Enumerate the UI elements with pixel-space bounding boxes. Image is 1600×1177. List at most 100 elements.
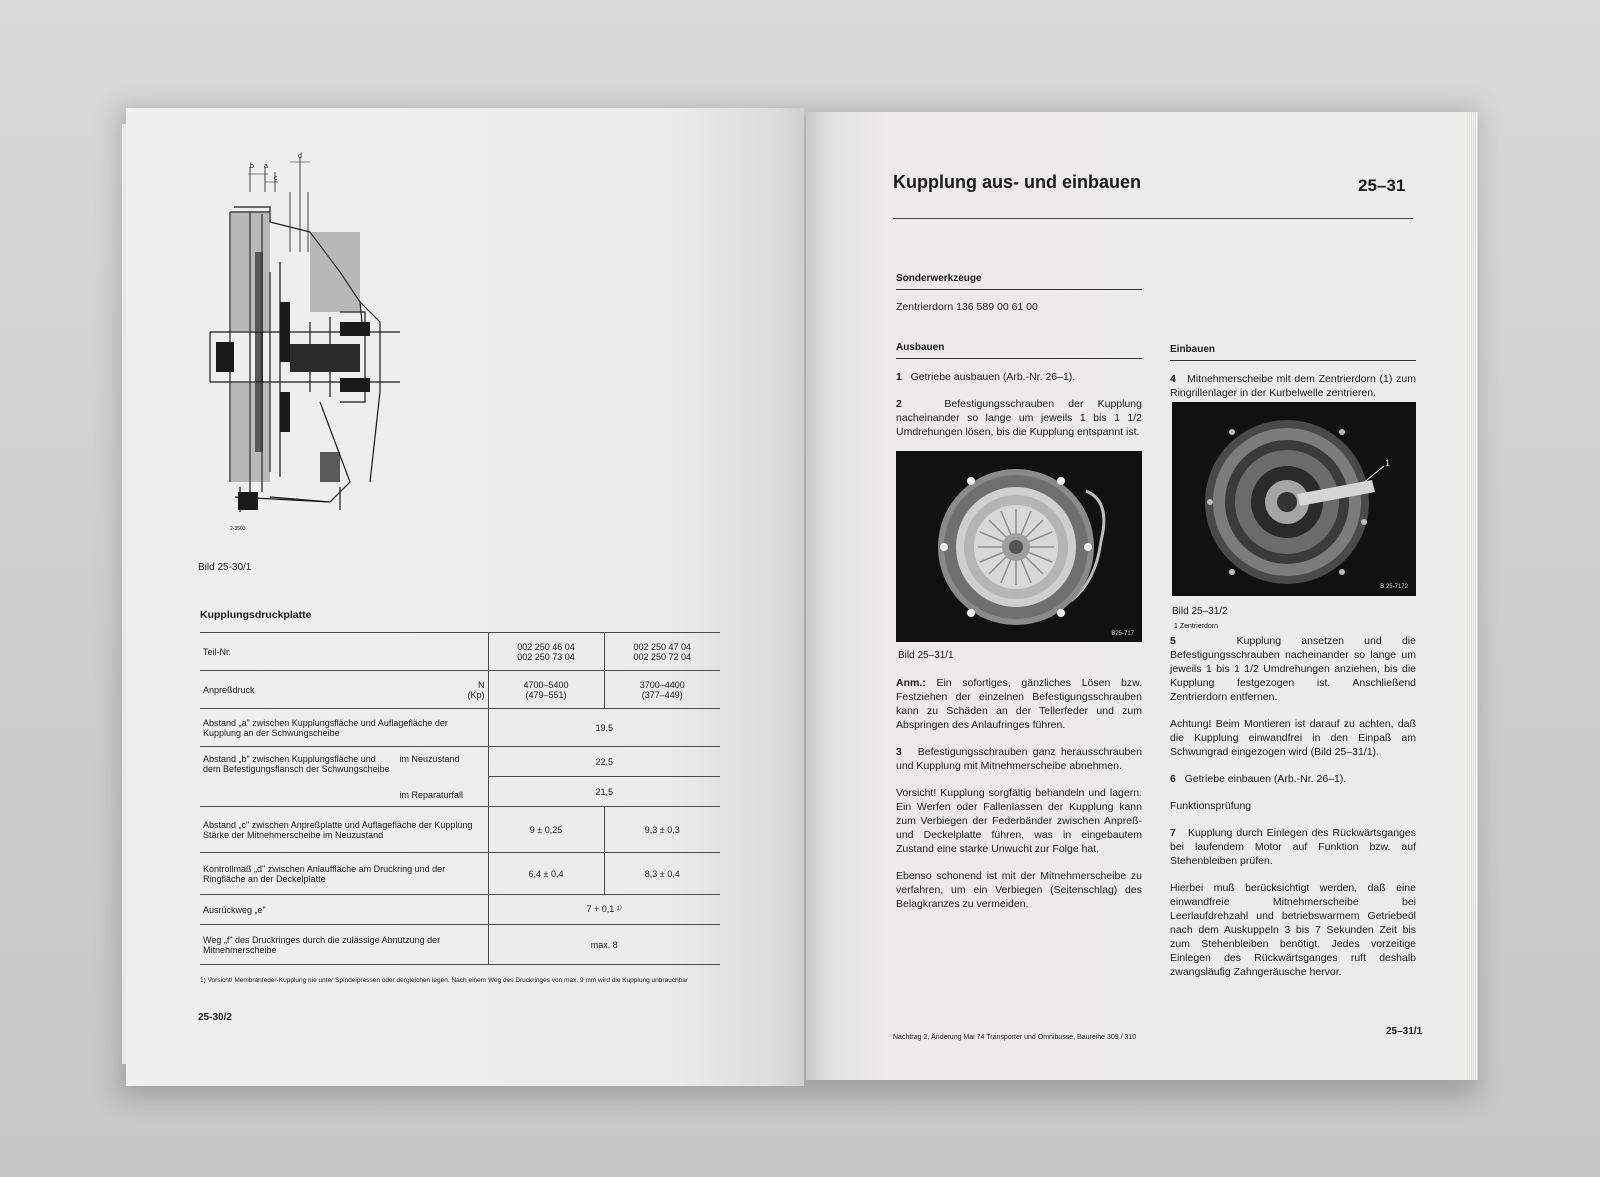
- table-row: 21,5: [200, 776, 720, 807]
- step: 7 Kupplung durch Einlegen des Rückwärtsg…: [1170, 826, 1416, 868]
- unit-label: (Kp): [467, 689, 485, 700]
- dim-label-d: d: [298, 153, 302, 160]
- table-cell: Teil-Nr.: [200, 632, 488, 671]
- section-rule: [1170, 360, 1416, 361]
- book-page-edges-right: [1466, 112, 1478, 1080]
- step-text: Mitnehmerscheibe mit dem Zentrierdorn (1…: [1170, 373, 1416, 399]
- table-row: Abstand „c" zwischen Anpreßplatte und Au…: [200, 806, 720, 853]
- section-number: 25–31: [1358, 176, 1406, 195]
- table-cell: 21,5: [487, 776, 720, 807]
- table-cell: 19,5: [487, 708, 720, 747]
- table-cell: 4700–5400(479–551): [487, 670, 604, 709]
- table-cell: Ausrückweg „e": [200, 894, 488, 925]
- table-row: Anpreßdruck N(Kp) 4700–5400(479–551) 370…: [200, 670, 720, 709]
- note-label: Anm.:: [896, 677, 926, 689]
- table-cell: 8,3 ± 0,4: [603, 852, 720, 895]
- photo-reference-code: B25-717: [1111, 631, 1134, 637]
- step-text: Befestigungsschrauben der Kupplung nache…: [896, 398, 1142, 438]
- step: 6 Getriebe einbauen (Arb.-Nr. 26–1).: [1170, 772, 1416, 786]
- step-number: 2: [896, 398, 902, 410]
- step: 5 Kupplung ansetzen und die Befestigungs…: [1170, 634, 1416, 704]
- step-text: Getriebe ausbauen (Arb.-Nr. 26–1).: [910, 371, 1076, 383]
- subheading: Funktionsprüfung: [1170, 800, 1252, 812]
- table-cell: 9 ± 0,25: [487, 806, 604, 853]
- unit-label: N: [478, 679, 485, 690]
- title-rule: [893, 218, 1413, 219]
- photo-clutch-installed: B25-717: [896, 451, 1142, 642]
- step: 4 Mitnehmerscheibe mit dem Zentrierdorn …: [1170, 372, 1416, 400]
- row-label: Abstand „b" zwischen Kupplungsfläche und…: [203, 753, 390, 774]
- clutch-cross-section-drawing: b a c d 2-3503: [209, 153, 400, 532]
- part-number: 002 250 46 04: [517, 641, 575, 652]
- table-footnote: 1) Vorsicht! Membranfeder-Kupplung nie u…: [200, 977, 689, 984]
- warning: Achtung! Beim Montieren ist darauf zu ac…: [1170, 718, 1416, 758]
- photo-caption: Bild 25–31/2: [1172, 606, 1228, 617]
- value: 4700–5400: [523, 679, 569, 690]
- page-number-left: 25-30/2: [198, 1012, 232, 1023]
- photo-legend: 1 Zentrierdorn: [1174, 623, 1218, 630]
- condition-label: im Reparaturfall: [399, 789, 464, 800]
- table-cell: 9,3 ± 0,3: [603, 806, 720, 853]
- value: (479–551): [525, 689, 567, 700]
- step-text: Kupplung ansetzen und die Befestigungssc…: [1170, 635, 1416, 703]
- table-cell: max. 8: [487, 924, 720, 965]
- einbauen-step-4: 4 Mitnehmerscheibe mit dem Zentrierdorn …: [1170, 372, 1416, 413]
- page-footer: Nachtrag 2, Änderung Mai 74 Transporter …: [893, 1034, 1137, 1041]
- value: 3700–4400: [639, 679, 685, 690]
- step: 2 Befestigungsschrauben der Kupplung nac…: [896, 397, 1142, 439]
- section-rule: [896, 358, 1142, 359]
- dim-label-c: c: [274, 175, 278, 182]
- heading-einbauen: Einbauen: [1170, 344, 1216, 355]
- table-cell: Abstand „a" zwischen Kupplungsfläche und…: [200, 708, 488, 747]
- step: 3 Befestigungsschrauben ganz herausschra…: [896, 745, 1142, 773]
- step-number: 3: [896, 746, 902, 758]
- table-row: Abstand „b" zwischen Kupplungsfläche und…: [200, 746, 720, 807]
- ausbauen-steps-top: 1 Getriebe ausbauen (Arb.-Nr. 26–1). 2 B…: [896, 370, 1142, 452]
- page-number-right: 25–31/1: [1386, 1026, 1423, 1037]
- clutch-photo-illustration: [896, 451, 1142, 642]
- table-row: Weg „f" des Druckringes durch die zuläss…: [200, 924, 720, 965]
- mandrel-photo-illustration: 1: [1172, 402, 1416, 596]
- step-number: 1: [896, 371, 902, 383]
- warning: Vorsicht! Kupplung sorgfältig behandeln …: [896, 787, 1142, 855]
- figure-caption: Bild 25-30/1: [198, 562, 252, 573]
- table-row: Ausrückweg „e" 7 + 0,1 ¹⁾: [200, 894, 720, 925]
- dim-label-a: a: [264, 163, 268, 170]
- table-cell: Weg „f" des Druckringes durch die zuläss…: [200, 924, 488, 965]
- table-cell: Kontrollmaß „d" zwischen Anlauffläche am…: [200, 852, 488, 895]
- page-title: Kupplung aus- und einbauen: [893, 172, 1141, 192]
- photo-caption: Bild 25–31/1: [898, 650, 954, 661]
- step-number: 4: [1170, 373, 1176, 385]
- table-cell: Anpreßdruck N(Kp): [200, 670, 488, 709]
- step-number: 6: [1170, 773, 1176, 785]
- paragraph: Hierbei muß berücksichtigt werden, daß e…: [1170, 882, 1416, 978]
- paragraph: Ebenso schonend ist mit der Mitnehmersch…: [896, 870, 1142, 910]
- photo-centering-mandrel: 1 B 25-7172: [1172, 402, 1416, 596]
- step-text: Befestigungsschrauben ganz herausschraub…: [896, 746, 1142, 772]
- section-rule: [896, 289, 1142, 290]
- ausbauen-steps-bottom: Anm.: Ein sofortiges, gänzliches Lösen b…: [896, 676, 1142, 924]
- table-cell: 6,4 ± 0,4: [487, 852, 604, 895]
- heading-ausbauen: Ausbauen: [896, 342, 945, 353]
- table-cell: Abstand „c" zwischen Anpreßplatte und Au…: [200, 806, 488, 853]
- table-cell: 7 + 0,1 ¹⁾: [487, 894, 720, 925]
- dim-label-b: b: [250, 163, 254, 170]
- part-number: 002 250 72 04: [633, 651, 692, 662]
- note-text: Ein sofortiges, gänzliches Lösen bzw. Fe…: [896, 677, 1142, 731]
- step-text: Getriebe einbauen (Arb.-Nr. 26–1).: [1184, 773, 1347, 785]
- drawing-code: 2-3503: [230, 526, 246, 532]
- step: 1 Getriebe ausbauen (Arb.-Nr. 26–1).: [896, 370, 1142, 384]
- step-number: 7: [1170, 827, 1176, 839]
- table-cell: 22,5: [487, 746, 720, 777]
- table-cell: Abstand „b" zwischen Kupplungsfläche und…: [200, 746, 488, 807]
- step-text: Kupplung durch Einlegen des Rückwärtsgan…: [1170, 827, 1416, 867]
- condition-label: im Neuzustand: [399, 753, 460, 764]
- value: (377–449): [641, 689, 683, 700]
- table-row: Abstand „a" zwischen Kupplungsfläche und…: [200, 708, 720, 747]
- special-tool-text: Zentrierdorn 136 589 00 61 00: [896, 301, 1038, 313]
- photo-callout-1: 1: [1385, 458, 1390, 468]
